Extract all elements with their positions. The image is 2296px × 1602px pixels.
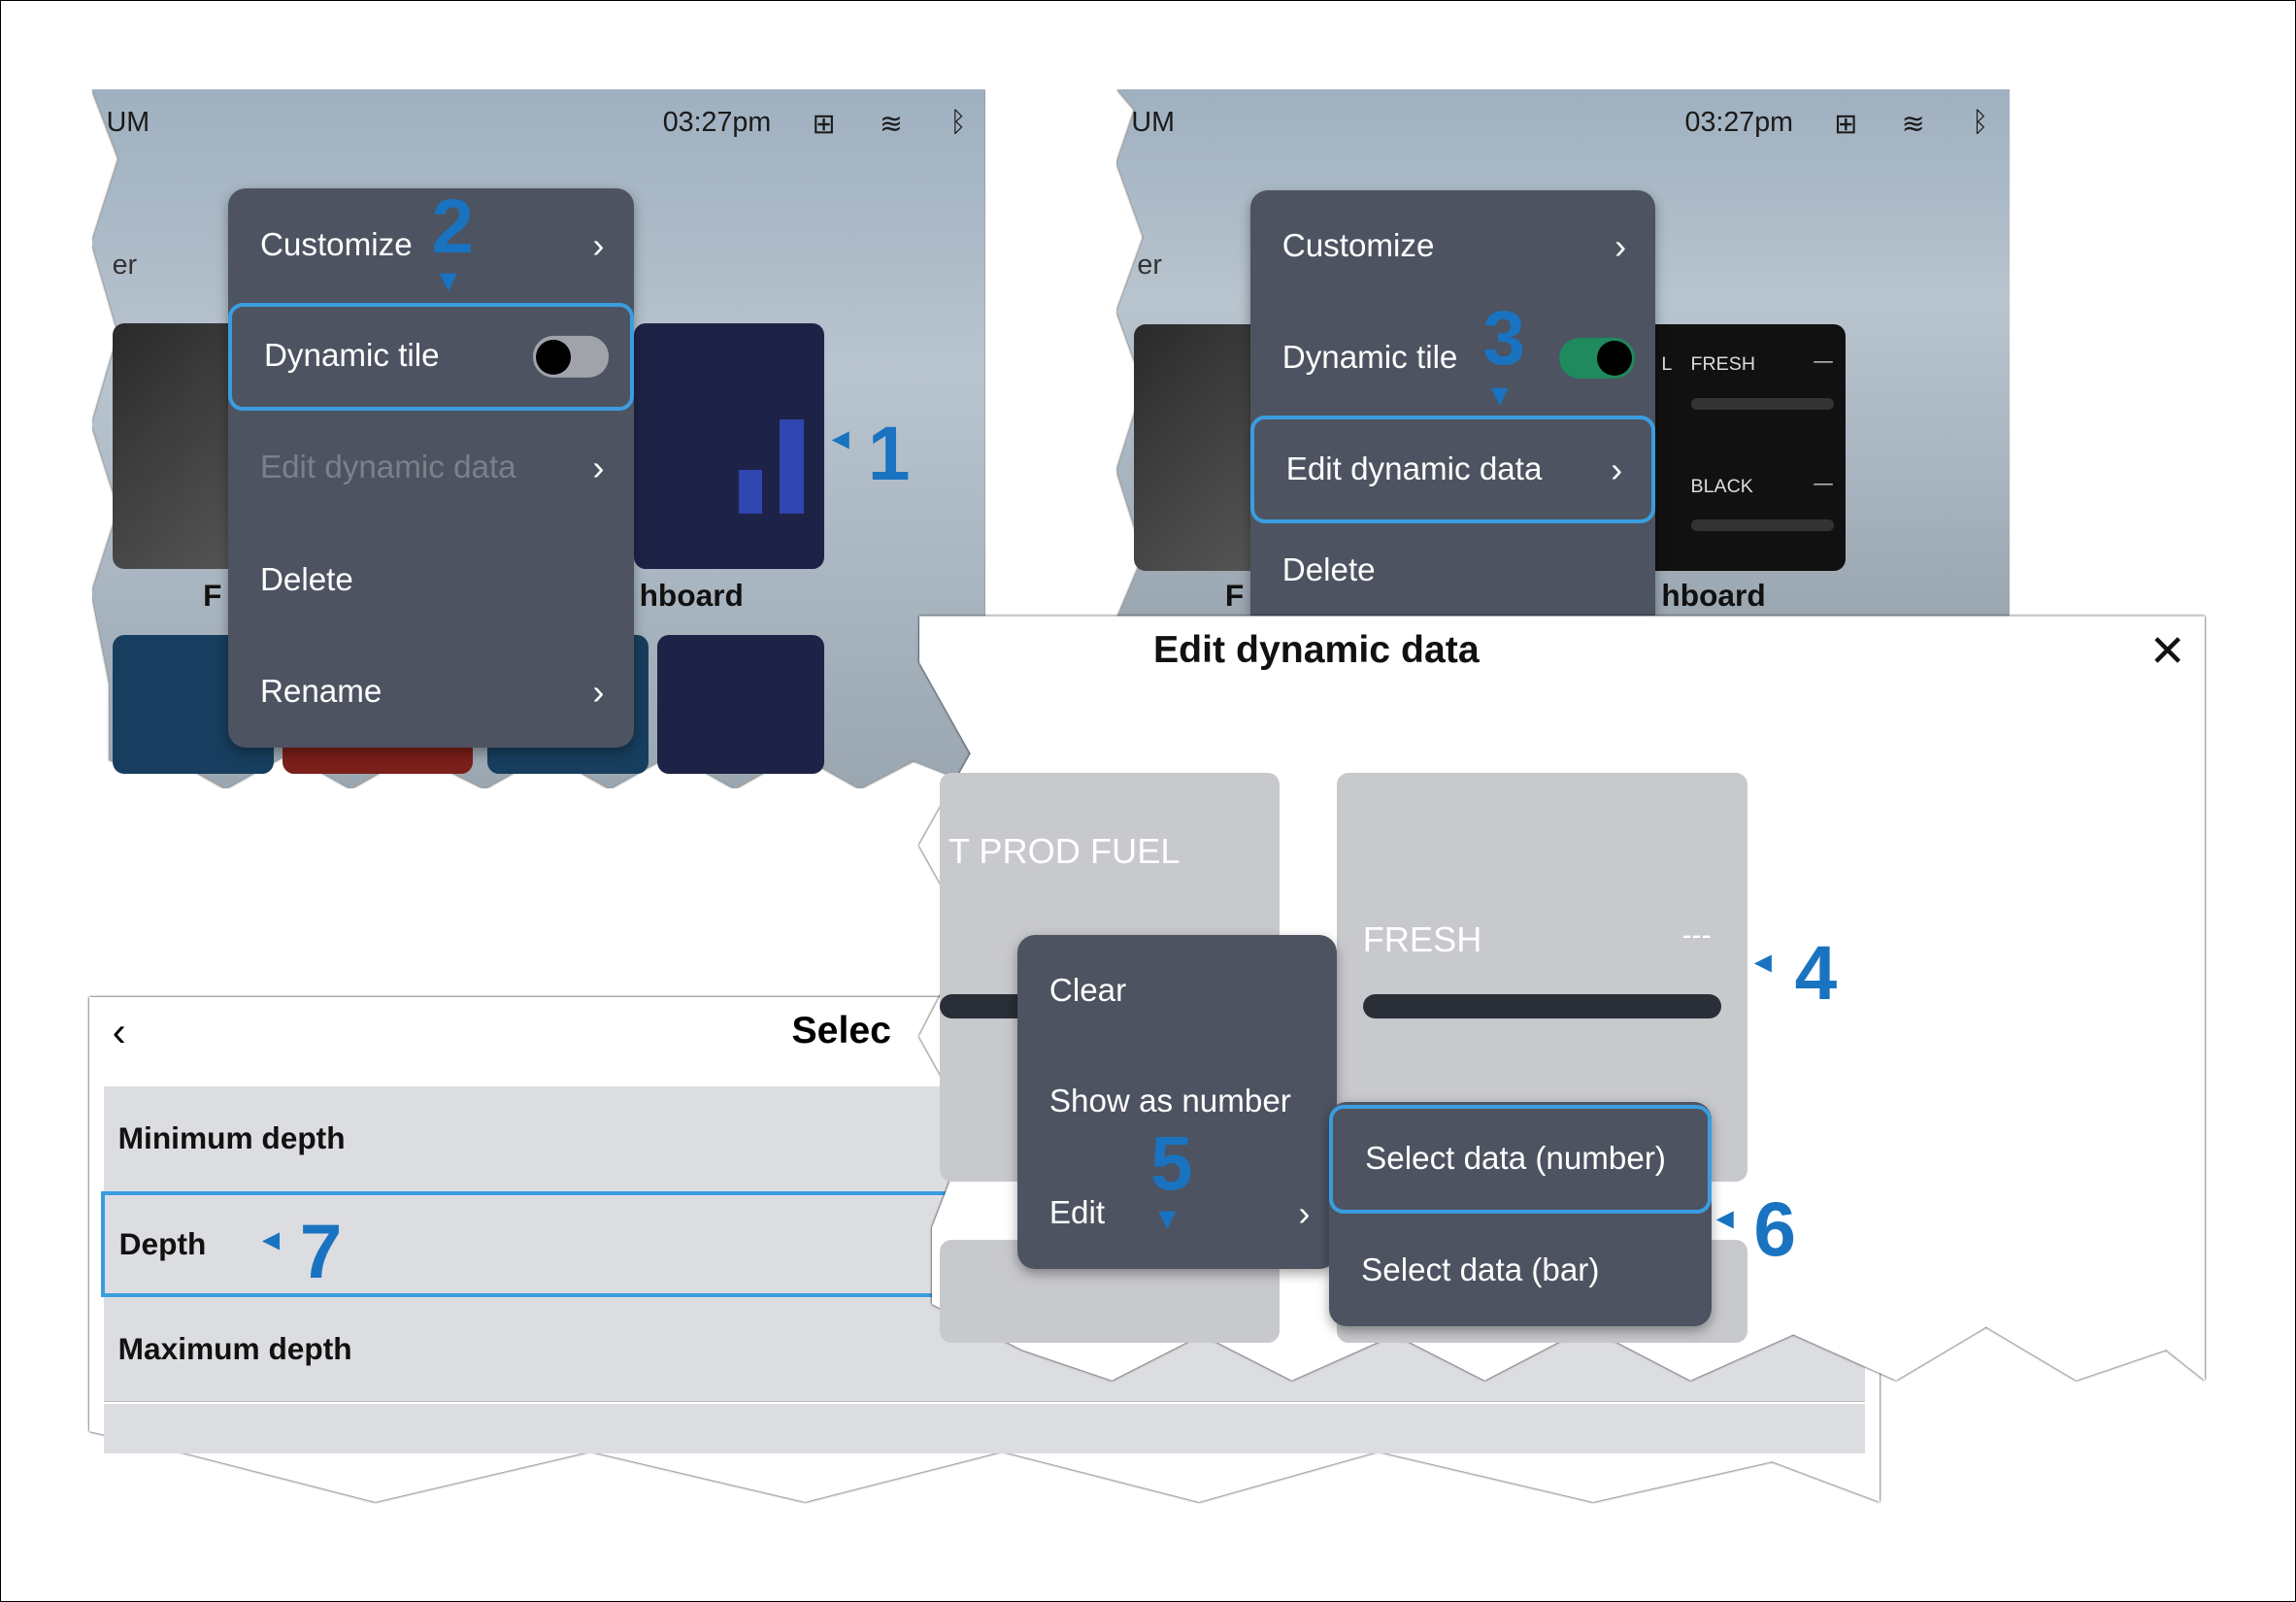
chevron-left-icon: ◂ <box>1716 1199 1734 1236</box>
toggle-knob <box>536 339 572 375</box>
chevron-right-icon: › <box>592 448 605 488</box>
step-1-callout: 1 <box>867 410 911 496</box>
clock: 03:27pm <box>1684 106 1794 138</box>
fish-sonar-icon[interactable]: ≋ <box>1901 108 1925 140</box>
tile-label: hboard <box>1661 578 1766 614</box>
chevron-down-icon: ▾ <box>440 262 457 299</box>
dynamic-tile-toggle[interactable] <box>1558 337 1636 380</box>
menu-label: Edit dynamic data <box>1285 451 1543 487</box>
row-label: Depth <box>118 1226 207 1262</box>
chevron-down-icon: ▾ <box>1491 377 1509 414</box>
menu-item-rename[interactable]: Rename › <box>228 638 634 747</box>
menu-item-dynamic-tile[interactable]: Dynamic tile <box>1250 304 1656 413</box>
bluetooth-icon[interactable]: ᛒ <box>1972 106 1989 138</box>
network-globe-icon[interactable]: ⊞ <box>812 108 836 140</box>
context-menu: Customize › Dynamic tile Edit dynamic dat… <box>227 188 634 749</box>
bar-gauge <box>739 469 763 514</box>
step-5-callout: 5 <box>1150 1120 1193 1207</box>
menu-item-customize[interactable]: Customize › <box>228 191 634 300</box>
menu-item-clear[interactable]: Clear <box>1017 937 1337 1046</box>
tile-label: hboard <box>639 578 744 614</box>
panel-title: Selec <box>791 1008 891 1051</box>
bar-gauge <box>780 419 804 514</box>
step-3-callout: 3 <box>1482 294 1525 381</box>
step-4-callout: 4 <box>1794 930 1838 1017</box>
dashboard-tile[interactable] <box>633 322 824 570</box>
clock: 03:27pm <box>662 106 772 138</box>
tanks-tile[interactable]: L FRESH — BLACK — <box>1641 324 1847 571</box>
menu-label: Delete <box>1281 551 1376 588</box>
network-globe-icon[interactable]: ⊞ <box>1834 108 1858 140</box>
tile-prefix: L <box>1661 353 1673 376</box>
edit-submenu: Select data (number) Select data (bar) <box>1329 1102 1712 1326</box>
menu-label: Show as number <box>1048 1084 1291 1120</box>
status-text: UM <box>1131 106 1175 138</box>
chevron-right-icon: › <box>1614 226 1627 267</box>
dynamic-tile-toggle[interactable] <box>533 336 610 378</box>
menu-label: Edit dynamic data <box>259 450 516 486</box>
context-menu: Customize › Dynamic tile Edit dynamic dat… <box>1249 189 1656 617</box>
step-7-callout: 7 <box>299 1208 343 1294</box>
chevron-left-icon: ◂ <box>1754 943 1772 980</box>
fish-sonar-icon[interactable]: ≋ <box>879 108 903 140</box>
status-text: UM <box>106 106 150 138</box>
back-button[interactable]: ‹ <box>112 1008 126 1054</box>
edit-dynamic-data-dialog: Edit dynamic data ✕ T PROD FUEL FRESH --… <box>918 616 2205 1381</box>
row-label: Minimum depth <box>117 1120 346 1156</box>
tank-value: — <box>1814 350 1833 373</box>
menu-item-delete[interactable]: Delete <box>1250 526 1656 615</box>
menu-item-delete[interactable]: Delete <box>228 526 634 635</box>
dialog-title: Edit dynamic data <box>1153 627 1480 671</box>
menu-label: Clear <box>1048 972 1127 1009</box>
tank-bar <box>1690 518 1835 531</box>
tank-bar <box>1690 397 1835 410</box>
menu-label: Delete <box>259 562 353 599</box>
toggle-knob <box>1597 340 1633 377</box>
tile-label: F <box>203 578 222 614</box>
chevron-right-icon: › <box>592 224 605 265</box>
menu-label: Select data (number) <box>1365 1141 1666 1178</box>
list-item[interactable] <box>103 1403 1866 1454</box>
chevron-down-icon: ▾ <box>1159 1199 1176 1236</box>
menu-label: Select data (bar) <box>1361 1252 1600 1288</box>
menu-label: Customize <box>259 226 413 263</box>
chevron-right-icon: › <box>1298 1192 1311 1233</box>
step-6-callout: 6 <box>1753 1186 1797 1273</box>
chevron-left-icon: ◂ <box>832 420 849 457</box>
tile[interactable] <box>656 635 824 775</box>
menu-label: Edit <box>1048 1194 1106 1231</box>
menu-item-customize[interactable]: Customize › <box>1250 193 1656 302</box>
menu-item-edit[interactable]: Edit › <box>1017 1159 1337 1268</box>
menu-label: Dynamic tile <box>263 338 440 375</box>
menu-label: Rename <box>259 673 383 710</box>
card-bar <box>1362 993 1722 1019</box>
tank-label: BLACK <box>1690 475 1753 497</box>
card-label: FRESH <box>1362 918 1482 959</box>
menu-item-show-as-number[interactable]: Show as number <box>1017 1048 1337 1156</box>
side-text: er <box>112 250 138 282</box>
row-label: Maximum depth <box>117 1331 352 1367</box>
chevron-left-icon: ◂ <box>262 1221 280 1258</box>
menu-label: Dynamic tile <box>1281 340 1458 376</box>
chevron-right-icon: › <box>1611 449 1623 489</box>
menu-item-edit-dynamic-data[interactable]: Edit dynamic data › <box>1249 415 1656 524</box>
menu-item-dynamic-tile[interactable]: Dynamic tile <box>227 302 634 412</box>
step-2-callout: 2 <box>431 184 475 270</box>
chevron-right-icon: › <box>592 671 605 712</box>
menu-label: Customize <box>1281 228 1435 265</box>
tank-label: FRESH <box>1690 353 1756 376</box>
tile-label: F <box>1224 578 1245 614</box>
close-icon[interactable]: ✕ <box>2148 625 2186 676</box>
menu-item-select-data-bar[interactable]: Select data (bar) <box>1329 1217 1712 1325</box>
card-context-menu: Clear Show as number Edit › <box>1016 935 1337 1270</box>
tank-value: — <box>1814 472 1833 494</box>
menu-item-edit-dynamic-data[interactable]: Edit dynamic data › <box>228 414 634 522</box>
card-label: T PROD FUEL <box>948 831 1181 872</box>
card-value: --- <box>1681 918 1712 951</box>
side-text: er <box>1137 250 1162 282</box>
menu-item-select-data-number[interactable]: Select data (number) <box>1329 1105 1712 1214</box>
bluetooth-icon[interactable]: ᛒ <box>949 106 967 138</box>
